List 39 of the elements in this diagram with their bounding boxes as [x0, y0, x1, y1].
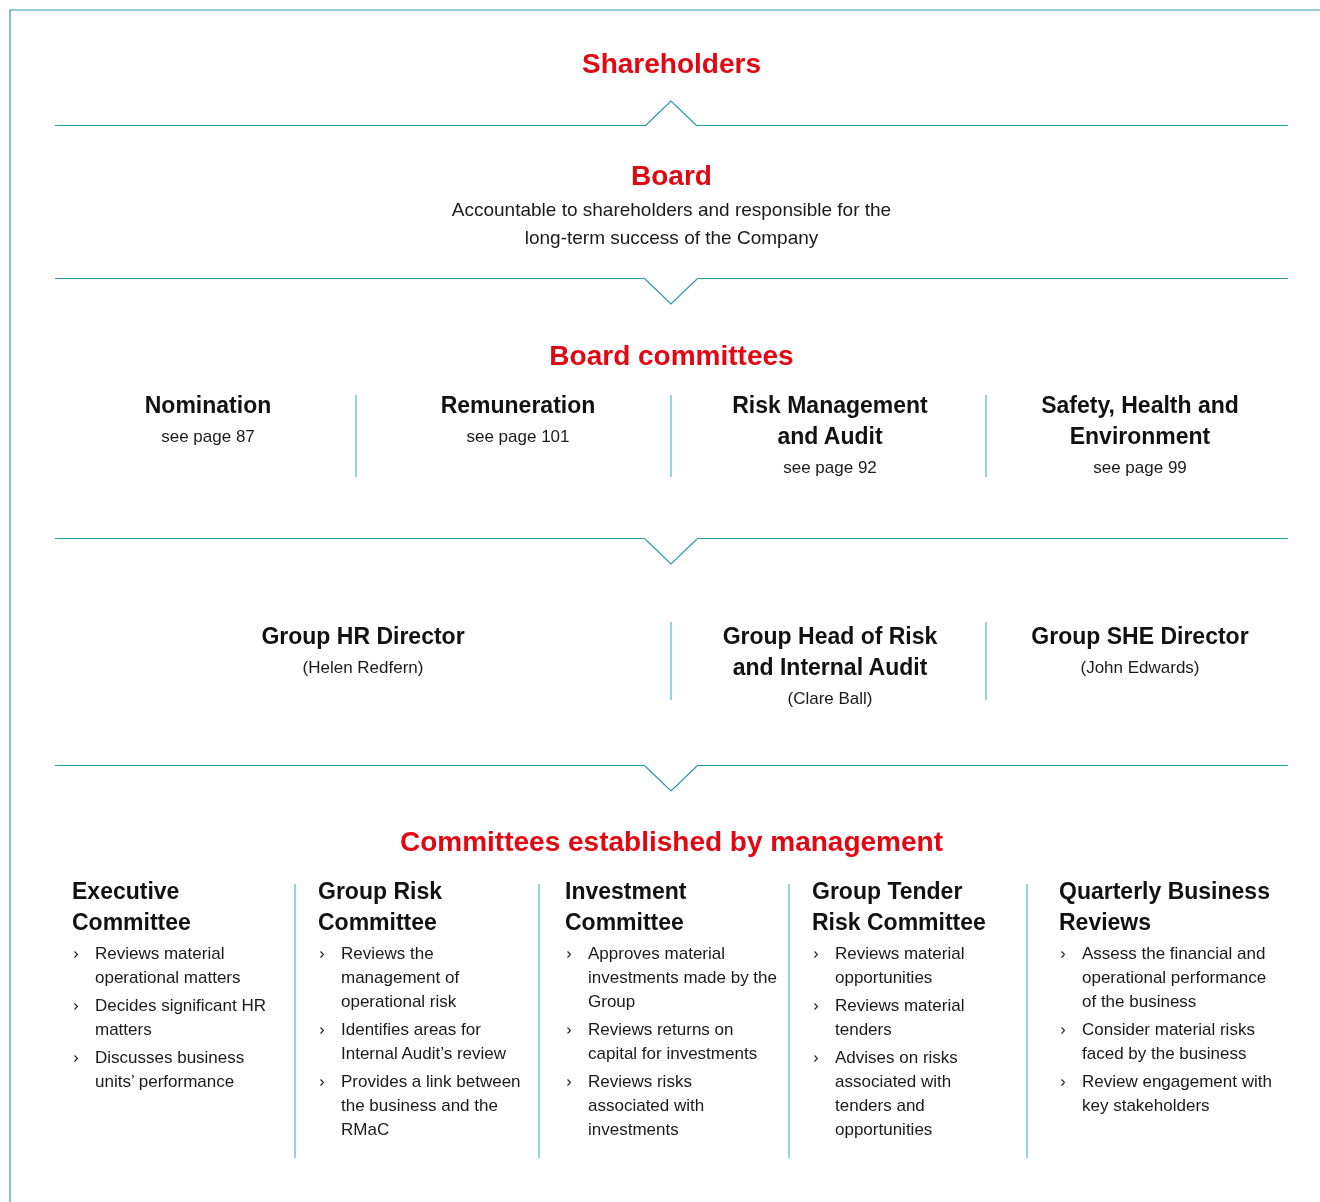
bullet-text: Consider material risks faced by the business	[1082, 1020, 1255, 1063]
bullet-text: Reviews returns on capital for investments	[588, 1020, 758, 1063]
committee-title: Safety, Health and Environment	[1040, 391, 1240, 451]
committee-title: Group SHE Director	[1031, 622, 1249, 651]
bullet-text: Decides significant HR matters	[95, 996, 266, 1039]
bullet-text: Identifies areas for Internal Audit’s review	[341, 1020, 507, 1063]
bullet-text: Discusses business units’ performance	[95, 1048, 245, 1091]
bullet-text: Provides a link between the business and the RMaC	[341, 1072, 521, 1139]
committee-title: Group Tender Risk Committee	[812, 877, 987, 937]
description: Accountable to shareholders and responsible for the long-term success of the Company	[451, 198, 892, 250]
committee-title: Risk Management and Audit	[731, 391, 929, 451]
page-reference: see page 87	[161, 426, 255, 448]
committee-title: Investment Committee	[565, 877, 688, 937]
committee-title: Group HR Director	[261, 622, 465, 651]
bullet-text: Reviews material tenders	[835, 996, 965, 1039]
person-name: (Clare Ball)	[787, 688, 873, 710]
section-heading: Committees established by management	[399, 826, 943, 858]
section-heading: Shareholders	[582, 48, 761, 80]
committee-title: Remuneration	[440, 391, 596, 420]
committee-title: Nomination	[144, 391, 272, 420]
bullet-text: Assess the financial and operational performance of the business	[1082, 944, 1267, 1011]
person-name: (John Edwards)	[1080, 657, 1200, 679]
committee-title: Group Risk Committee	[318, 877, 443, 937]
page-reference: see page 101	[466, 426, 570, 448]
page-reference: see page 92	[783, 457, 877, 479]
bullet-text: Approves material investments made by the Group	[588, 944, 777, 1011]
bullet-text: Reviews material opportunities	[835, 944, 965, 987]
person-name: (Helen Redfern)	[302, 657, 424, 679]
committee-title: Group Head of Risk and Internal Audit	[721, 622, 939, 682]
bullet-text: Reviews material operational matters	[95, 944, 241, 987]
bullet-text: Advises on risks associated with tenders and opportunities	[835, 1048, 958, 1139]
committee-title: Quarterly Business Reviews	[1059, 877, 1271, 937]
committee-title: Executive Committee	[72, 877, 192, 937]
bullet-text: Reviews risks associated with investments	[588, 1072, 705, 1139]
section-heading: Board	[631, 160, 712, 192]
page-reference: see page 99	[1093, 457, 1187, 479]
bullet-text: Review engagement with key stakeholders	[1082, 1072, 1272, 1115]
bullet-text: Reviews the management of operational risk	[341, 944, 460, 1011]
section-heading: Board committees	[549, 340, 794, 372]
